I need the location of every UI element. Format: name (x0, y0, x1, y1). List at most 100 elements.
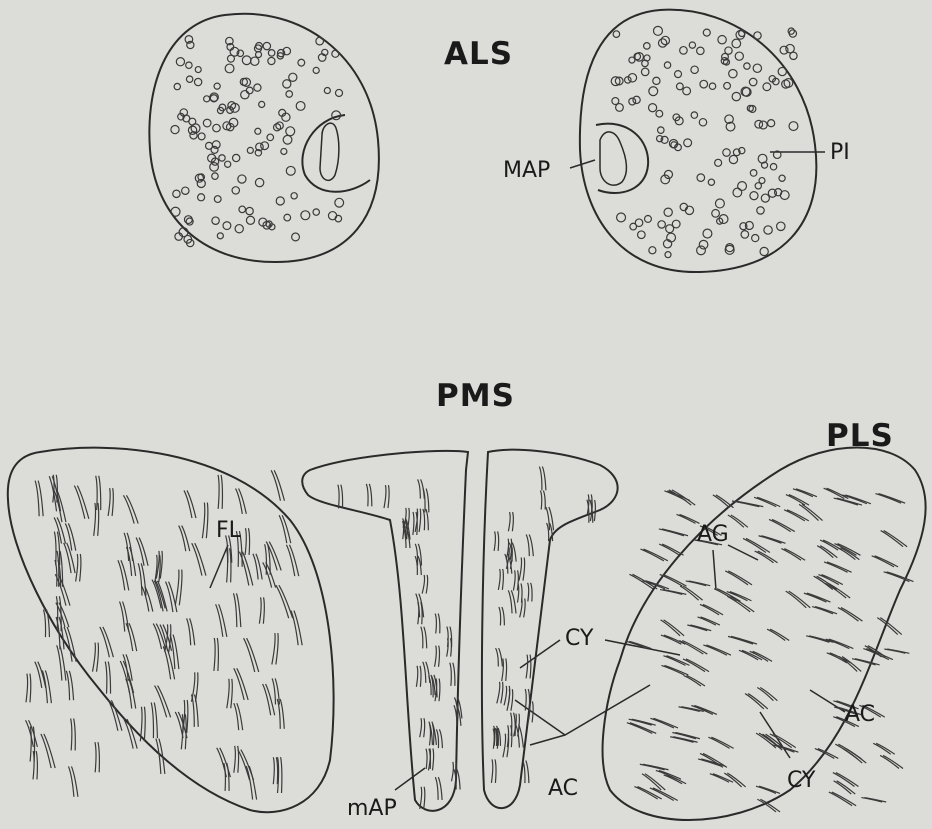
spigot (743, 538, 770, 552)
spigot (76, 554, 81, 581)
spigot (827, 653, 851, 663)
piriform-spigot (759, 121, 767, 129)
spigot (278, 757, 282, 793)
piriform-spigot (188, 126, 196, 134)
piriform-spigot (255, 128, 261, 134)
piriform-spigot (255, 178, 263, 186)
spigot (523, 761, 529, 784)
spigot (814, 576, 837, 589)
piriform-spigot (210, 163, 219, 172)
spigot (236, 488, 247, 513)
piriform-spigot (633, 96, 640, 103)
pms-right-outline (482, 450, 618, 808)
piriform-spigot (761, 194, 769, 202)
spigot (71, 719, 76, 751)
ac-pms-leader-2 (515, 700, 565, 735)
spigot (769, 519, 795, 531)
piriform-spigot (753, 64, 761, 72)
spigot (656, 770, 681, 779)
spigot (659, 544, 683, 555)
piriform-spigot (268, 57, 275, 64)
spigot (843, 749, 866, 763)
spigot (436, 729, 442, 748)
spigot (253, 554, 262, 580)
piriform-spigot (699, 119, 706, 126)
piriform-spigot (697, 174, 705, 182)
als-right-outline (580, 10, 817, 272)
spigot (246, 766, 256, 799)
spigot (216, 604, 227, 637)
label-map-minor: mAP (347, 796, 397, 821)
spigot (728, 515, 748, 527)
spigot (683, 659, 709, 672)
spigot (698, 617, 720, 625)
spigot (26, 674, 31, 703)
piriform-spigot (246, 216, 254, 224)
spigot (508, 590, 516, 613)
spigot (263, 684, 275, 715)
piriform-spigot (638, 231, 646, 239)
spigot (812, 607, 837, 614)
spigot (276, 585, 293, 618)
spigot (338, 485, 343, 509)
als-left-map-pocket (302, 115, 370, 192)
spigot (64, 543, 75, 573)
mAP-leader (395, 768, 425, 790)
spigot (35, 481, 43, 517)
spigot (435, 614, 440, 634)
spigot (503, 734, 509, 758)
piriform-spigot (724, 82, 731, 89)
spigot (192, 543, 206, 575)
piriform-spigot (254, 84, 261, 91)
spigot (680, 586, 702, 600)
spigot (179, 526, 190, 552)
spigot (829, 792, 856, 806)
spigot (218, 475, 222, 509)
label-cy-pms: CY (565, 626, 593, 651)
spigot (629, 574, 657, 589)
piriform-spigot (213, 124, 221, 132)
fl-leader (210, 545, 228, 588)
spigot (496, 648, 503, 666)
piriform-spigot (755, 183, 761, 189)
piriform-spigot (658, 127, 665, 134)
spigot (142, 586, 153, 611)
spigot (687, 625, 711, 631)
piriform-spigot (204, 96, 210, 102)
piriform-spigot (313, 209, 319, 215)
piriform-spigot (281, 148, 287, 154)
piriform-spigot (729, 69, 737, 77)
piriform-spigot (198, 133, 205, 140)
cy-pls-leader (605, 640, 680, 655)
piriform-spigot (291, 193, 297, 199)
spigot (757, 688, 777, 701)
spigot (842, 495, 871, 504)
spigot (420, 718, 425, 737)
piriform-spigot (214, 196, 221, 203)
piriform-spigot (732, 92, 740, 100)
ag-leader-2 (713, 550, 716, 590)
spigot (123, 654, 132, 680)
piriform-spigot (649, 247, 656, 254)
spigot (539, 467, 546, 491)
spigot (873, 743, 895, 754)
spigot (187, 618, 195, 645)
als-left-outline (149, 14, 379, 262)
piriform-spigot (335, 198, 344, 207)
spigot (140, 707, 145, 742)
spigot (679, 640, 707, 654)
spigot (781, 549, 805, 561)
piriform-spigot (203, 119, 211, 127)
piriform-spigot (195, 67, 201, 73)
piriform-spigot (644, 43, 650, 49)
spigot (259, 597, 264, 623)
piriform-spigot (644, 55, 650, 61)
spigot (366, 484, 372, 506)
spigot (767, 629, 789, 640)
spigot (273, 757, 277, 784)
spigot (263, 562, 276, 587)
piriform-spigot (641, 68, 649, 76)
spigot (233, 593, 240, 627)
spigot (491, 759, 496, 783)
spigot (661, 635, 685, 644)
